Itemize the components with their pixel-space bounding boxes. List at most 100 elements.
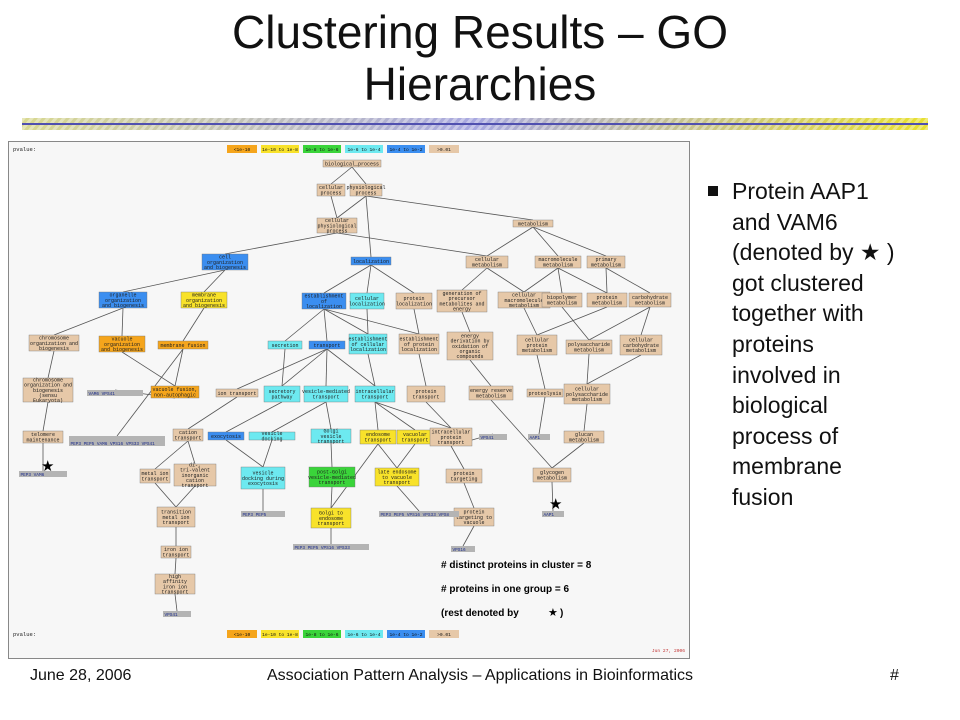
go-node-label: metabolism: [547, 300, 577, 306]
go-node-box: [207, 431, 245, 441]
go-node-box: [180, 291, 228, 309]
go-node-label: transport: [361, 394, 388, 400]
go-edge: [370, 264, 415, 294]
go-node-box: [563, 383, 611, 405]
go-node-box: [565, 339, 613, 355]
go-node-box: [172, 428, 204, 442]
go-edge: [374, 401, 452, 429]
go-node-label: transition: [161, 510, 191, 516]
go-node: exocytosis: [207, 431, 245, 441]
go-edge: [605, 267, 651, 294]
go-node-box: [586, 255, 626, 269]
legend-label: 1e-6 to 1e-4: [347, 147, 380, 153]
go-node-label: inorganic: [181, 473, 208, 479]
go-edge: [330, 166, 353, 185]
go-node-label: process: [326, 229, 347, 235]
go-node-label: physiological: [346, 185, 385, 191]
note-paren: ): [560, 608, 563, 619]
legend-swatch: [303, 145, 341, 153]
go-edge: [532, 226, 559, 257]
legend-swatch: [303, 630, 341, 638]
go-edge: [418, 353, 427, 387]
legend-label: 1e-10 to 1e-8: [262, 632, 298, 638]
go-edge: [284, 308, 325, 342]
gene-list-bg: [479, 434, 507, 440]
go-node-label: di-,: [189, 462, 201, 468]
go-node-label: organization: [105, 298, 141, 304]
go-edge: [154, 482, 177, 508]
go-edge: [366, 264, 372, 294]
gene-list-box: VAM6 VPS41: [87, 390, 143, 397]
go-edge: [523, 267, 559, 293]
gene-list-box: VPS41: [163, 611, 191, 618]
star-marker-icon: ★: [41, 457, 54, 475]
go-edge: [374, 401, 416, 431]
go-node-label: ion transport: [217, 391, 256, 397]
go-node-label: localization: [306, 304, 342, 310]
go-node-label: localization: [353, 259, 389, 265]
go-node-box: [541, 292, 583, 308]
go-edge: [536, 354, 546, 390]
cluster-note: # proteins in one group = 6: [441, 584, 570, 595]
go-node-label: protein: [526, 343, 547, 349]
go-node-box: [267, 340, 303, 350]
go-node-label: maintenance: [26, 437, 59, 443]
go-node-box: [516, 334, 558, 356]
go-node-label: of protein: [404, 342, 434, 348]
go-edge: [377, 443, 398, 469]
go-edge: [225, 401, 283, 433]
slide-title-line2: Hierarchies: [363, 58, 597, 110]
go-node-label: late endosome: [377, 470, 416, 476]
gene-list-box: PEP3 PEP5 VPS16 VPS33 VPS8: [379, 511, 459, 518]
go-node-label: energy reserve: [470, 388, 512, 394]
go-node-label: transport: [437, 440, 464, 446]
go-node-label: vacuole: [111, 337, 132, 343]
go-node-label: localization: [349, 301, 385, 307]
go-node-label: targeting to: [456, 515, 492, 521]
go-node-label: secretory: [268, 389, 295, 395]
go-node-label: vesicle: [320, 434, 341, 440]
gene-list-bg: [87, 390, 143, 396]
go-edge: [174, 348, 184, 387]
go-edge: [396, 485, 420, 512]
gene-list-label: VAM6 VPS41: [89, 392, 116, 397]
gene-list-label: PEP3 VAM6: [21, 473, 45, 478]
go-edge: [640, 306, 651, 336]
go-node-label: process: [355, 190, 376, 196]
go-edge: [174, 593, 178, 612]
go-node-box: [215, 388, 259, 398]
gene-list-box: PEP3 PEP5 VAM6 VPS16 VPS33 VPS41: [69, 436, 165, 447]
gene-list-box: PEP3 VAM6: [19, 471, 67, 478]
go-node-label: metabolism: [572, 397, 602, 403]
go-edge: [425, 401, 452, 429]
go-node-box: [201, 253, 249, 271]
go-node-box: [628, 292, 672, 308]
slide-title: Clustering Results – GO Hierarchies: [0, 6, 960, 110]
go-edge: [396, 443, 416, 469]
go-node-label: vesicle: [252, 471, 273, 477]
gene-list-bg: [542, 511, 564, 517]
go-node-label: protein: [403, 296, 424, 302]
legend-swatch: [261, 630, 299, 638]
go-node-label: proteolysis: [528, 391, 561, 397]
go-edge: [469, 359, 492, 387]
go-nodes: biological_processcellularprocessphysiol…: [22, 159, 672, 596]
go-edge: [203, 269, 226, 293]
go-node-label: establishment: [348, 337, 387, 343]
go-node-label: exocytosis: [211, 434, 241, 440]
legend-swatch: [387, 630, 425, 638]
go-node-label: compounds: [456, 354, 483, 360]
go-edge: [463, 482, 475, 509]
